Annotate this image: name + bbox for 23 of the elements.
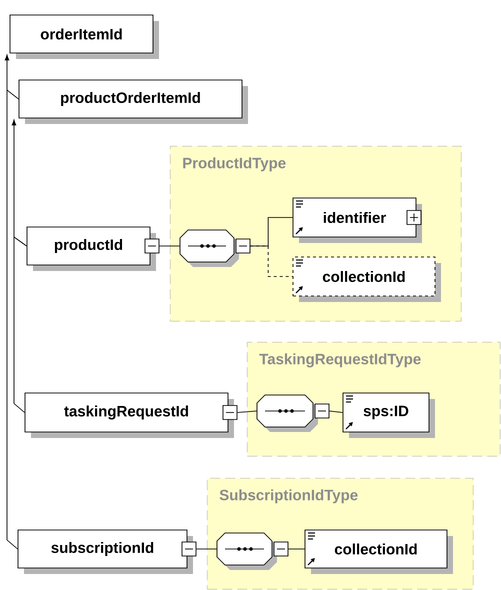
branch-line — [14, 403, 25, 413]
element-box: orderItemId — [10, 14, 159, 59]
sequence-symbol — [256, 394, 330, 432]
element-box: collectionId — [292, 256, 441, 302]
connector-line — [196, 548, 218, 550]
element-box: productOrderItemId — [18, 80, 248, 124]
element-box: subscriptionId — [18, 530, 196, 574]
connector-line — [237, 410, 258, 413]
branch-line — [14, 236, 27, 246]
inheritance-arrow — [4, 54, 10, 540]
connector-line — [328, 410, 343, 413]
sequence-symbol — [216, 532, 288, 570]
element-box: identifier — [292, 198, 422, 243]
element-box: taskingRequestId — [24, 392, 238, 438]
branch-line — [6, 540, 18, 550]
connector-line — [250, 246, 293, 277]
branch-line — [6, 90, 19, 100]
element-box: collectionId — [304, 530, 453, 574]
inheritance-arrow — [12, 120, 16, 404]
element-box: sps:ID — [342, 392, 435, 438]
element-box: productId — [26, 226, 160, 271]
sequence-symbol — [180, 230, 250, 267]
connector-line — [288, 548, 305, 550]
